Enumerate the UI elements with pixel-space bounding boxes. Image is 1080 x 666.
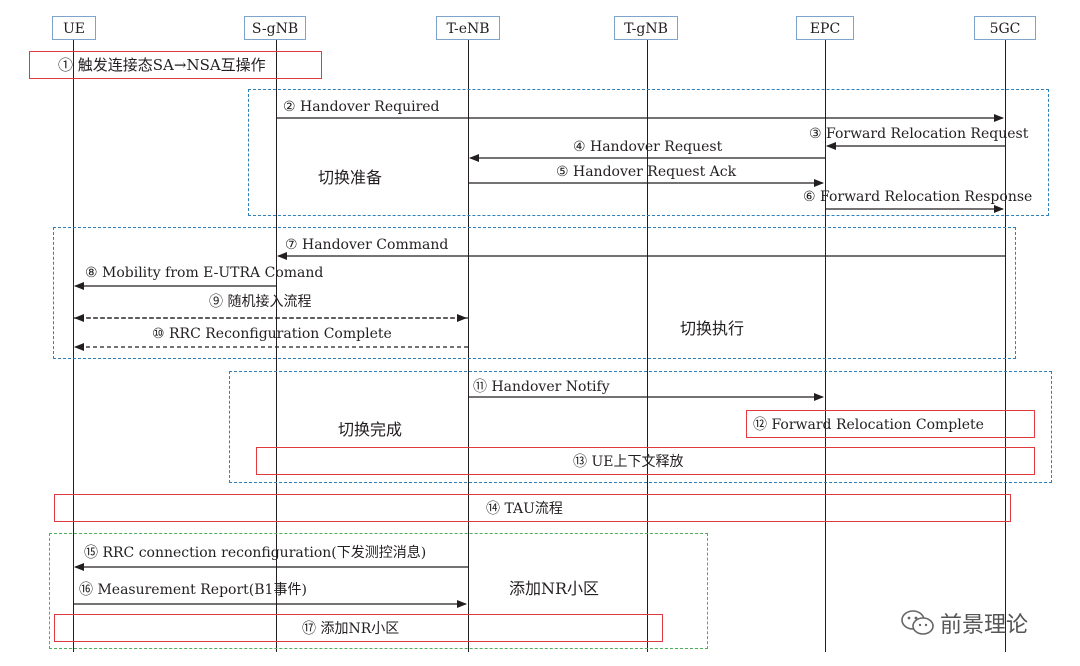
entity-s-gnb: S-gNB <box>244 16 306 40</box>
phase-label-execute: 切换执行 <box>680 319 745 338</box>
step-label-2: ② Handover Required <box>283 99 440 115</box>
entity-ue: UE <box>52 16 96 40</box>
step-label-8: ⑧ Mobility from E-UTRA Comand <box>85 265 324 281</box>
phase-box-prepare <box>248 89 1049 216</box>
watermark-text: 前景理论 <box>940 613 1029 638</box>
step-label-17: ⑰ 添加NR小区 <box>302 621 400 637</box>
step-label-5: ⑤ Handover Request Ack <box>556 164 737 180</box>
phase-box-complete <box>229 371 1052 483</box>
step-label-10: ⑩ RRC Reconfiguration Complete <box>152 326 392 342</box>
phase-label-add-nr: 添加NR小区 <box>509 579 600 598</box>
phase-box-execute <box>53 227 1016 359</box>
lifeline-5gc <box>1005 40 1006 652</box>
entity-5gc: 5GC <box>974 16 1036 40</box>
lifeline-t-enb <box>468 40 469 652</box>
step-box-17 <box>54 614 663 642</box>
step-box-13 <box>256 447 1035 475</box>
step-label-7: ⑦ Handover Command <box>285 237 449 253</box>
step-box-12 <box>746 410 1035 438</box>
step-label-14: ⑭ TAU流程 <box>486 501 563 517</box>
phase-box-add-nr <box>49 533 708 649</box>
entity-t-enb: T-eNB <box>436 16 500 40</box>
step-label-16: ⑯ Measurement Report(B1事件) <box>79 582 307 598</box>
lifeline-s-gnb <box>276 40 277 652</box>
entity-t-gnb: T-gNB <box>614 16 678 40</box>
step-label-15: ⑮ RRC connection reconfiguration(下发测控消息) <box>84 545 427 561</box>
step-label-1: ① 触发连接态SA→NSA互操作 <box>58 56 266 74</box>
lifeline-ue <box>73 40 74 652</box>
phase-label-complete: 切换完成 <box>338 420 403 439</box>
entity-epc: EPC <box>796 16 854 40</box>
step-label-12: ⑫ Forward Relocation Complete <box>753 417 984 433</box>
lifeline-epc <box>825 40 826 652</box>
step-box-1 <box>29 51 322 79</box>
wechat-icon <box>901 610 934 635</box>
step-label-6: ⑥ Forward Relocation Response <box>803 189 1033 205</box>
lifeline-t-gnb <box>647 40 648 652</box>
step-label-13: ⑬ UE上下文释放 <box>573 454 684 470</box>
phase-label-prepare: 切换准备 <box>318 168 383 187</box>
step-box-14 <box>54 494 1011 522</box>
step-label-11: ⑪ Handover Notify <box>473 379 610 395</box>
step-label-9: ⑨ 随机接入流程 <box>209 294 312 310</box>
step-label-3: ③ Forward Relocation Request <box>809 126 1029 142</box>
step-label-4: ④ Handover Request <box>573 139 723 155</box>
